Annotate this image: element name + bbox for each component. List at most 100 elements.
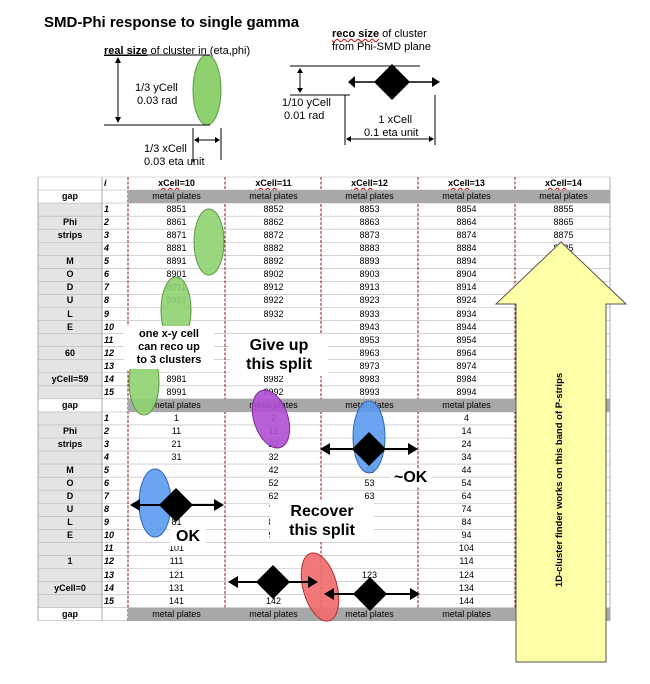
recover-note: Recover this split	[270, 500, 374, 542]
give-up-note: Give up this split	[230, 334, 328, 376]
size-diagrams	[104, 54, 440, 162]
table-cell: 8881	[166, 243, 187, 254]
gap-label: gap	[61, 399, 78, 410]
right-xcell-label: 1 xCell 0.1 eta unit	[364, 114, 418, 140]
gap-cell: metal plates	[442, 191, 491, 202]
table-cell: 32	[268, 452, 279, 463]
table-cell: 131	[168, 582, 185, 593]
table-cell: 44	[461, 465, 472, 476]
table-cell: 21	[171, 439, 182, 449]
row-label: D	[66, 491, 74, 502]
gap-label: gap	[61, 191, 78, 202]
row-index: 6	[104, 478, 110, 489]
table-cell: 132	[265, 582, 282, 593]
table-cell: 8873	[359, 230, 380, 241]
table-cell: 8861	[166, 217, 187, 228]
row-index: 13	[104, 569, 115, 580]
one-cell-line2: can reco up	[138, 341, 200, 353]
table-cell: 8901	[166, 269, 187, 280]
gap-cell: metal plates	[539, 191, 588, 202]
row-label: U	[66, 504, 74, 515]
row-index: 14	[104, 373, 115, 384]
row-label: 60	[64, 347, 75, 358]
table-cell: 63	[364, 491, 375, 502]
recover-line2: this split	[289, 522, 355, 539]
table-cell: 4	[463, 412, 469, 423]
row-label: M	[66, 465, 74, 476]
table-cell: 8902	[263, 269, 284, 280]
table-cell: 8933	[359, 308, 380, 319]
table-cell: 8993	[359, 386, 380, 397]
row-index: 15	[104, 386, 115, 397]
column-header: xCell=11	[255, 178, 292, 188]
column-header: xCell=10	[158, 178, 195, 188]
table-cell: 94	[461, 530, 472, 541]
real-size-bold: real size	[104, 45, 148, 57]
table-cell: 84	[461, 517, 472, 528]
row-index: 3	[104, 439, 110, 449]
gap-row	[128, 607, 610, 621]
finder-band-label: 1D-cluster finder works on this band of …	[554, 372, 565, 588]
table-cell: 23	[364, 439, 375, 449]
table-cell: 8903	[359, 269, 380, 280]
gap-cell: metal plates	[345, 608, 394, 619]
give-up-line1: Give up	[249, 337, 309, 354]
row-index: 14	[104, 582, 115, 593]
table-cell: 8974	[456, 360, 477, 371]
table-cell: 8984	[456, 373, 477, 384]
table-cell: 134	[458, 582, 475, 593]
row-label: strips	[57, 230, 83, 241]
gap-cell: metal plates	[249, 399, 298, 410]
table-cell: 8882	[263, 243, 284, 254]
gap-cell: metal plates	[442, 608, 491, 619]
upper-label-column	[38, 203, 102, 399]
row-index: 4	[104, 452, 110, 463]
table-cell: 8963	[359, 347, 380, 358]
row-index: 1	[104, 204, 110, 215]
row-index: 11	[104, 543, 114, 554]
table-cell: 8852	[263, 204, 284, 215]
table-cell: 8864	[456, 217, 477, 228]
table-cell: 133	[361, 582, 378, 593]
table-cell: 8924	[456, 295, 477, 306]
right-ycell-line2: 0.01 rad	[284, 110, 325, 122]
row-label: M	[66, 256, 74, 267]
row-index: 3	[104, 230, 110, 241]
table-cell: 8923	[359, 295, 380, 306]
table-cell: 31	[171, 452, 182, 463]
table-cell: 11	[171, 425, 182, 436]
table-cell: 144	[458, 595, 475, 606]
table-cell: 114	[459, 556, 474, 567]
table-cell: 8994	[456, 386, 477, 397]
table-cell: 8892	[263, 256, 284, 267]
row-label: E	[66, 530, 73, 541]
left-ycell-line2: 0.03 rad	[137, 95, 178, 107]
table-cell: 8854	[456, 204, 477, 215]
row-index: 2	[104, 217, 110, 228]
table-cell: 8875	[553, 230, 574, 241]
row-label: 1	[67, 556, 73, 567]
table-cell: 8865	[553, 217, 574, 228]
real-size-rest: of cluster in (eta,phi)	[147, 45, 251, 57]
row-label: E	[66, 321, 73, 332]
row-label: Phi	[62, 217, 77, 228]
table-cell: 121	[168, 569, 185, 580]
gap-row	[128, 190, 610, 204]
row-index: 5	[104, 256, 110, 267]
table-cell: 8862	[263, 217, 284, 228]
table-cell: 8885	[553, 243, 574, 254]
row-index: 12	[104, 556, 115, 567]
column-header: xCell=12	[351, 178, 388, 188]
table-cell: 8911	[166, 282, 187, 293]
table-cell: 143	[361, 595, 378, 606]
approx-ok-label: ~OK	[390, 468, 432, 487]
row-index: 9	[104, 308, 110, 319]
gap-label: gap	[61, 608, 78, 619]
row-index: 10	[104, 530, 115, 541]
page-title: SMD-Phi response to single gamma	[44, 14, 300, 31]
row-label: yCell=0	[54, 582, 86, 593]
table-cell: 33	[364, 452, 375, 463]
table-cell: 8921	[166, 295, 187, 306]
table-cell: 1	[173, 412, 179, 423]
one-cell-line3: to 3 clusters	[136, 354, 202, 366]
